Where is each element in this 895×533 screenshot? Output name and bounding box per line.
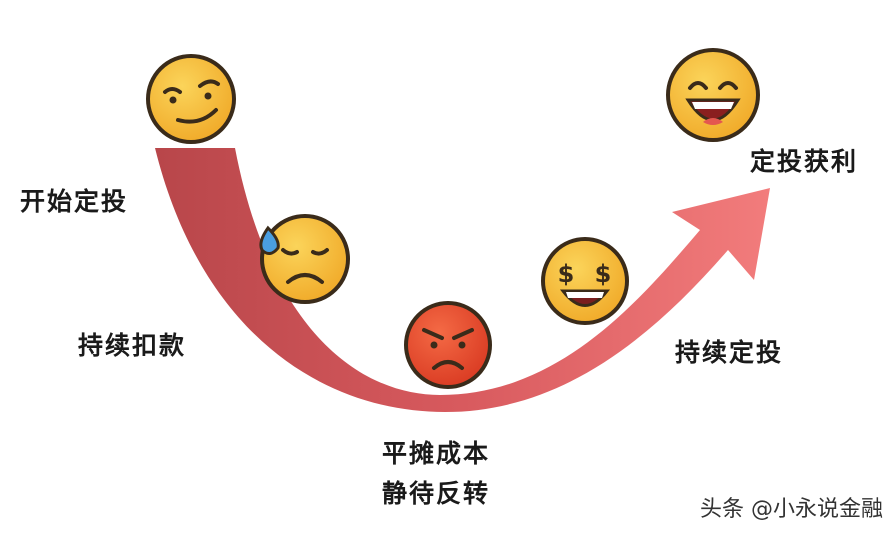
watermark: 头条 @小永说金融 (700, 497, 883, 522)
dollar-eyes-face-icon: $ $ (541, 237, 629, 325)
smirk-face-icon (146, 54, 236, 144)
label-bottom-line1: 平摊成本 (382, 439, 491, 468)
u-arrow (155, 148, 770, 412)
sad-sweat-face-icon (259, 214, 350, 304)
label-deduct: 持续扣款 (78, 331, 187, 360)
laughing-face-icon (666, 48, 760, 142)
label-continue: 持续定投 (675, 338, 784, 367)
label-start: 开始定投 (20, 187, 129, 216)
label-bottom-line2: 静待反转 (382, 479, 491, 508)
label-profit: 定投获利 (750, 147, 859, 176)
angry-face-icon (404, 301, 492, 389)
svg-text:$: $ (558, 260, 575, 288)
svg-text:$: $ (595, 260, 612, 288)
